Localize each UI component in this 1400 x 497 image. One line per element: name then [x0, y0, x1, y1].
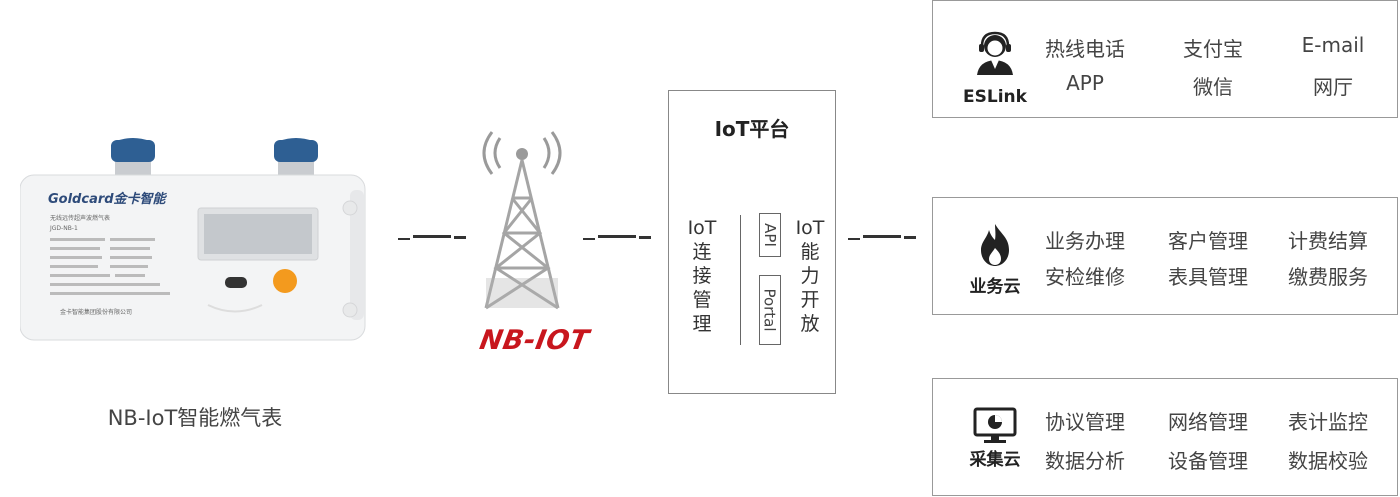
service-item: 数据分析 [1045, 449, 1125, 473]
meter-side [350, 190, 364, 320]
service-item: 表具管理 [1168, 265, 1248, 289]
service-item: 热线电话 [1045, 37, 1125, 61]
meter-screw-top [342, 200, 358, 216]
panel-name-collection-cloud: 采集云 [969, 450, 1021, 470]
service-item: 设备管理 [1168, 449, 1248, 473]
iot-platform-box: IoT平台 IoT 连 接 管 理 API Portal IoT 能 力 开 放 [668, 90, 836, 394]
nb-iot-logo: NB-IOT [477, 325, 592, 356]
service-item: 微信 [1193, 75, 1233, 99]
meter-caption: NB-IoT智能燃气表 [107, 406, 283, 430]
meter-screw-bottom [342, 302, 358, 318]
iot-connection-management: IoT 连 接 管 理 [687, 216, 717, 336]
panel-name-eslink: ESLink [963, 87, 1027, 107]
vtext-char: IoT [795, 217, 825, 239]
api-label: API [761, 223, 780, 247]
service-item: 网络管理 [1168, 410, 1248, 434]
meter-indicator [225, 277, 247, 288]
monitor-chart-icon [973, 407, 1017, 443]
service-item: 支付宝 [1183, 37, 1243, 61]
vtext-char: 放 [800, 313, 820, 335]
meter-arc [207, 304, 263, 313]
service-item: APP [1066, 71, 1104, 95]
meter-brand: Goldcard金卡智能 [48, 191, 168, 207]
service-item: 安检维修 [1045, 265, 1125, 289]
gas-meter-image: Goldcard金卡智能 无线远传超声波燃气表 JGD-NB-1 金卡智能集团股… [20, 138, 366, 341]
panel-eslink: ESLink 热线电话 支付宝 E-mail APP 微信 网厅 [932, 0, 1398, 118]
service-item: 计费结算 [1288, 229, 1368, 253]
vtext-char: 能 [800, 241, 820, 263]
api-box: API [759, 213, 781, 257]
portal-box: Portal [759, 275, 781, 345]
service-item: 数据校验 [1288, 449, 1368, 473]
iot-capability-opening: IoT 能 力 开 放 [795, 216, 825, 336]
meter-lcd-screen [204, 214, 312, 254]
panel-name-business-cloud: 业务云 [969, 277, 1021, 297]
connector-dashes-3 [848, 235, 916, 240]
service-item: 缴费服务 [1288, 265, 1368, 289]
meter-spec-lines [50, 238, 170, 295]
meter-cap-right-body [274, 140, 318, 162]
connector-dashes-2 [583, 235, 651, 240]
service-item: 客户管理 [1168, 229, 1248, 253]
meter-cap-left-body [111, 140, 155, 162]
customer-service-agent-icon [977, 31, 1013, 75]
service-item: E-mail [1301, 33, 1365, 57]
vtext-char: 连 [692, 241, 712, 263]
vtext-char: 开 [800, 289, 820, 311]
portal-label: Portal [761, 288, 780, 332]
vtext-char: 管 [692, 289, 712, 311]
service-item: 表计监控 [1288, 410, 1368, 434]
vtext-char: 接 [692, 265, 712, 287]
platform-divider [740, 215, 741, 345]
service-item: 协议管理 [1045, 410, 1125, 434]
vtext-char: 力 [800, 265, 820, 287]
service-item: 网厅 [1313, 75, 1353, 99]
meter-label-line: 无线远传超声波燃气表 [50, 214, 110, 222]
platform-title: IoT平台 [714, 117, 790, 141]
vtext-char: 理 [692, 313, 712, 335]
vtext-char: IoT [687, 217, 717, 239]
connector-dashes-1 [398, 235, 466, 240]
panel-collection-cloud: 采集云 协议管理 网络管理 表计监控 数据分析 设备管理 数据校验 [932, 378, 1398, 496]
panel-business-cloud: 业务云 业务办理 客户管理 计费结算 安检维修 表具管理 缴费服务 [932, 197, 1398, 315]
cell-tower-icon [482, 131, 562, 310]
meter-button [273, 269, 297, 293]
meter-label-code: JGD-NB-1 [49, 225, 78, 232]
flame-icon [981, 224, 1009, 266]
meter-footer: 金卡智能集团股份有限公司 [60, 308, 132, 316]
service-item: 业务办理 [1045, 229, 1125, 253]
